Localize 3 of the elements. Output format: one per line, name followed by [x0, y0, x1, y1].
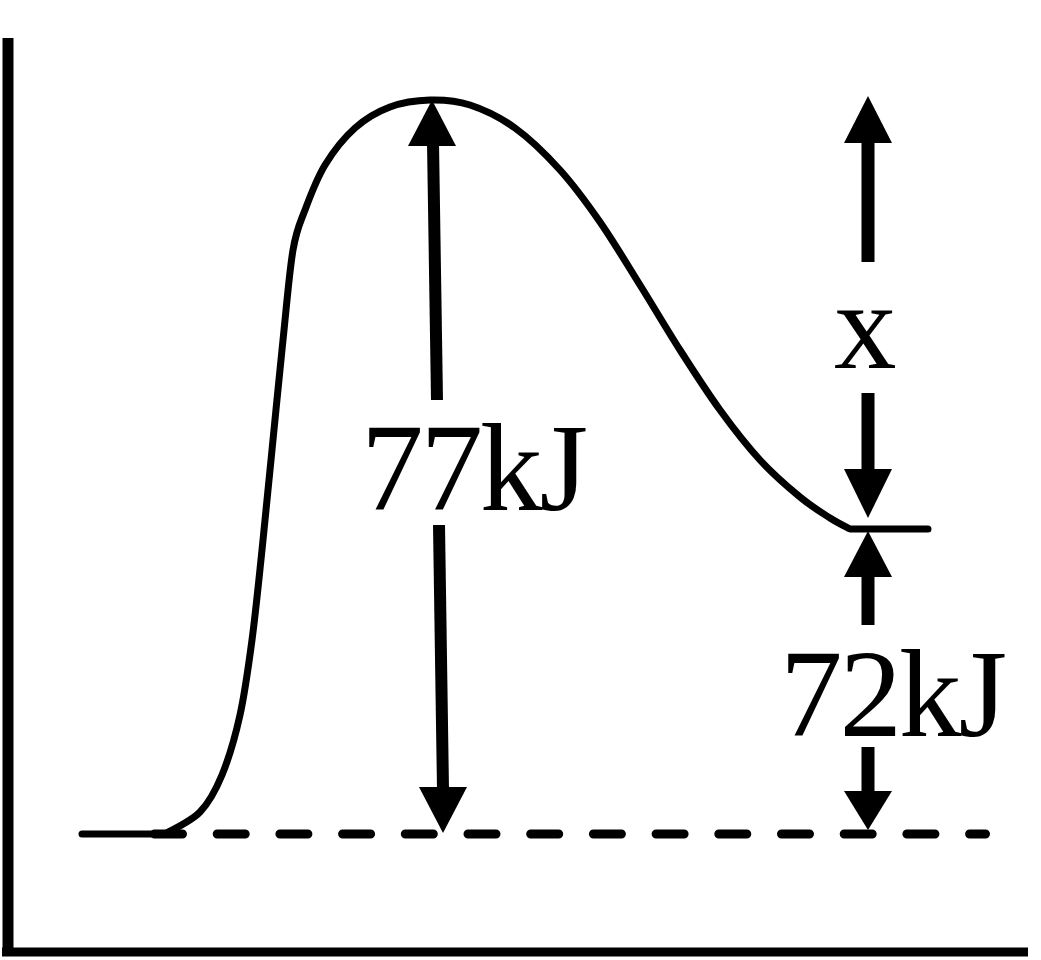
energy-value-label: 72kJ — [780, 649, 1005, 739]
energy-value-label: 77kJ — [361, 423, 586, 513]
variable-label: x — [834, 281, 894, 371]
